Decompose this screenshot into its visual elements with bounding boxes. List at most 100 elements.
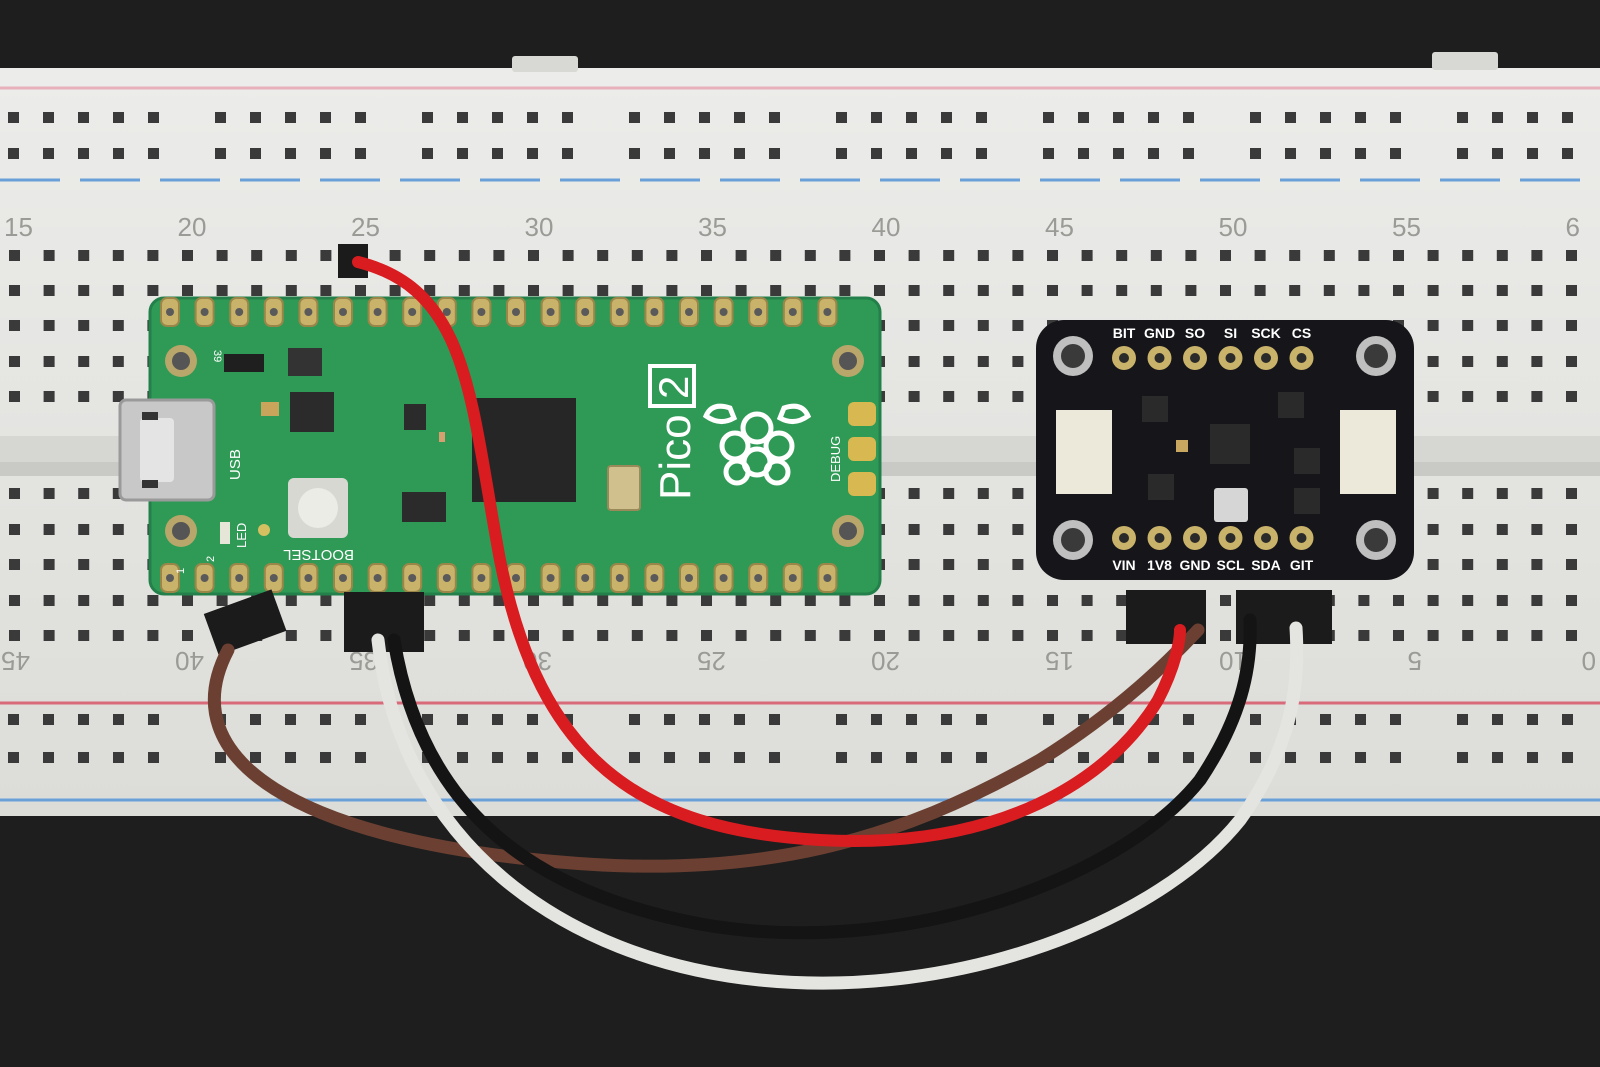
terminal-hole xyxy=(666,630,678,641)
rail-hole xyxy=(1320,112,1331,123)
terminal-hole xyxy=(458,595,470,606)
rail-hole xyxy=(1250,752,1261,763)
terminal-hole xyxy=(1531,285,1543,296)
terminal-hole xyxy=(147,285,159,296)
terminal-hole xyxy=(1012,320,1024,331)
rail-hole xyxy=(836,714,847,725)
rail-hole xyxy=(1492,148,1503,159)
wire-white xyxy=(371,621,1304,990)
terminal-hole xyxy=(1012,559,1024,570)
terminal-hole xyxy=(1531,524,1543,535)
terminal-hole xyxy=(389,285,401,296)
rail-hole xyxy=(78,714,89,725)
terminal-hole xyxy=(1427,630,1439,641)
terminal-hole xyxy=(216,595,228,606)
terminal-hole xyxy=(112,356,124,367)
terminal-hole xyxy=(78,391,90,402)
terminal-hole xyxy=(1047,285,1058,296)
terminal-hole xyxy=(943,391,955,402)
terminal-hole xyxy=(78,559,90,570)
rail-hole xyxy=(285,112,296,123)
rail-hole xyxy=(1390,752,1401,763)
terminal-hole xyxy=(770,630,782,641)
terminal-hole xyxy=(9,285,20,296)
terminal-hole xyxy=(1531,488,1543,499)
terminal-hole xyxy=(1566,630,1577,641)
terminal-hole xyxy=(1116,250,1128,261)
terminal-hole xyxy=(1427,488,1439,499)
rail-hole xyxy=(664,714,675,725)
terminal-hole xyxy=(943,524,955,535)
jumper-housings xyxy=(203,244,1332,656)
rail-hole xyxy=(836,752,847,763)
terminal-hole xyxy=(528,595,539,606)
terminal-hole xyxy=(285,250,297,261)
rail-hole xyxy=(1492,112,1503,123)
terminal-hole xyxy=(320,595,332,606)
rail-hole xyxy=(492,714,503,725)
terminal-hole xyxy=(597,630,609,641)
terminal-hole xyxy=(1047,595,1058,606)
terminal-hole xyxy=(320,285,332,296)
column-number-top: 6 xyxy=(1566,212,1580,242)
rail-hole xyxy=(664,148,675,159)
terminal-hole xyxy=(1427,524,1439,535)
terminal-hole xyxy=(528,630,539,641)
pico-debug-pad-2 xyxy=(848,437,876,461)
rail-hole xyxy=(113,112,124,123)
terminal-hole xyxy=(1427,356,1439,367)
rail-hole xyxy=(8,148,19,159)
terminal-hole xyxy=(182,285,193,296)
terminal-hole xyxy=(1531,595,1543,606)
terminal-hole xyxy=(355,285,366,296)
rail-hole xyxy=(527,752,538,763)
rail-hole xyxy=(1562,112,1573,123)
terminal-hole xyxy=(424,250,436,261)
pico-label-pin-1: 1 xyxy=(175,568,187,574)
terminal-hole xyxy=(804,285,816,296)
terminal-hole xyxy=(1566,595,1577,606)
rail-hole xyxy=(457,752,468,763)
sensor-bme-chip xyxy=(1214,488,1248,522)
terminal-hole xyxy=(43,285,55,296)
pico-flash-chip xyxy=(288,348,322,376)
rail-hole xyxy=(699,148,710,159)
pico-small-chip xyxy=(404,404,426,430)
rail-hole xyxy=(285,148,296,159)
terminal-hole xyxy=(9,630,20,641)
pico-label-bootsel: BOOTSEL xyxy=(283,546,354,563)
terminal-hole xyxy=(112,391,124,402)
breadboard-tab-left xyxy=(512,56,578,72)
terminal-hole xyxy=(1358,595,1370,606)
terminal-hole xyxy=(908,391,920,402)
rail-hole xyxy=(906,752,917,763)
terminal-hole xyxy=(1012,391,1024,402)
terminal-hole xyxy=(804,250,816,261)
terminal-hole xyxy=(9,320,20,331)
terminal-hole xyxy=(1496,356,1508,367)
jumper-wires xyxy=(207,256,1304,990)
rail-hole xyxy=(355,148,366,159)
terminal-hole xyxy=(1462,356,1474,367)
terminal-hole xyxy=(770,595,782,606)
terminal-hole xyxy=(839,595,851,606)
wire-red xyxy=(352,256,1186,847)
rail-hole xyxy=(1355,148,1366,159)
rail-hole xyxy=(1457,112,1468,123)
rail-hole xyxy=(941,714,952,725)
terminal-hole xyxy=(701,250,712,261)
rail-hole xyxy=(1355,752,1366,763)
rail-hole xyxy=(1148,112,1159,123)
rail-hole xyxy=(148,112,159,123)
rail-hole xyxy=(734,714,745,725)
terminal-hole xyxy=(631,595,643,606)
terminal-hole xyxy=(631,285,643,296)
terminal-hole xyxy=(1496,488,1508,499)
terminal-hole xyxy=(528,285,539,296)
rail-hole xyxy=(285,752,296,763)
terminal-hole xyxy=(943,559,955,570)
rail-hole xyxy=(355,752,366,763)
terminal-hole xyxy=(1566,488,1577,499)
rail-hole xyxy=(8,714,19,725)
rail-hole xyxy=(1078,752,1089,763)
